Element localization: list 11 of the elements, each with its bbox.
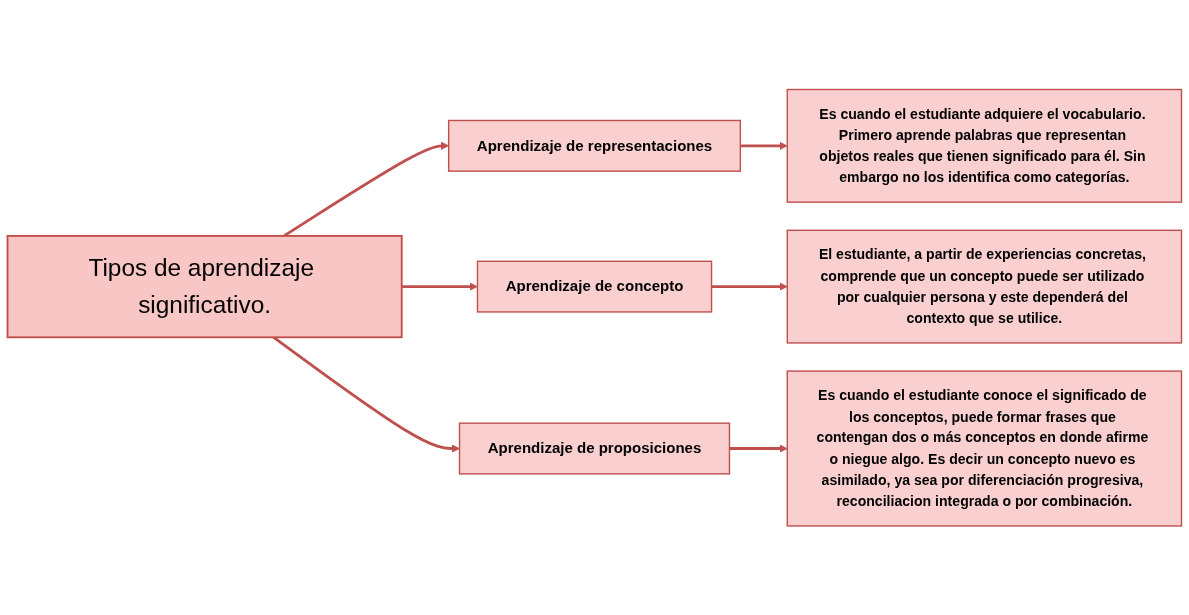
node-box: El estudiante, a partir de experiencias concretas, comprende que un concepto puede ser utilizado por cualquier persona y este dependerá del contexto que se utilice. <box>786 229 1183 344</box>
node-box: Es cuando el estudiante adquiere el vocabulario. Primero aprende palabras que representan objetos reales que tienen significado para él. Sin embargo no los identifica como categorías. <box>786 88 1183 203</box>
arrow <box>711 282 788 291</box>
node-box: Aprendizaje de representaciones <box>447 119 742 172</box>
node-box: Aprendizaje de proposiciones <box>458 422 731 475</box>
node-box: Aprendizaje de concepto <box>476 260 713 313</box>
arrow <box>740 141 788 150</box>
arrow <box>401 282 478 291</box>
node-box: Tipos de aprendizaje significativo. <box>6 234 403 338</box>
arrow <box>729 444 788 453</box>
node-box: Es cuando el estudiante conoce el significado de los conceptos, puede formar frases que contengan dos o más conceptos en donde afirme o niegue algo. Es decir un concepto nuevo es asimilado, ya sea por diferenciación progresiva, reconciliacion integrada o por combinación. <box>786 370 1183 527</box>
